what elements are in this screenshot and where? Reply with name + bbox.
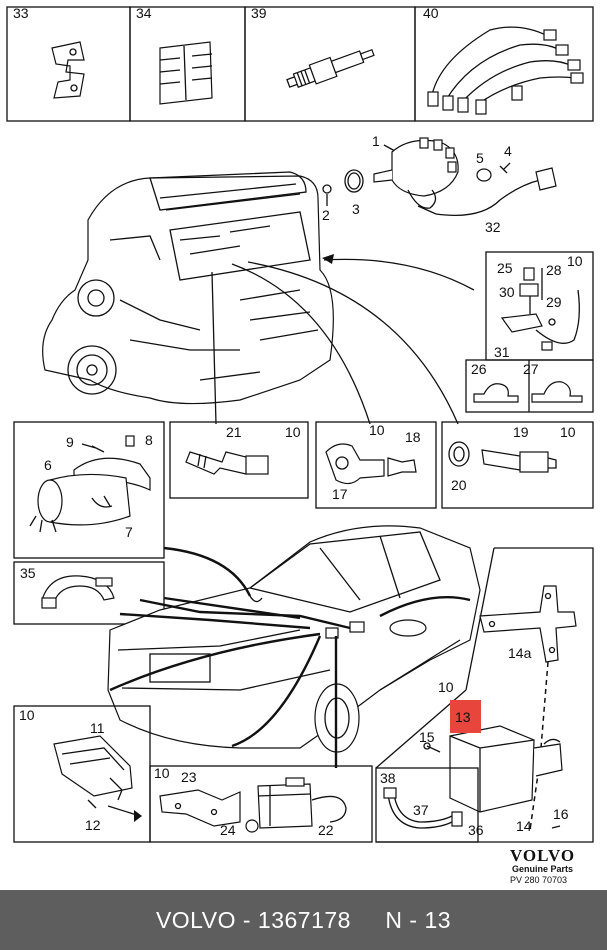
label-10-b: 10 [369, 422, 385, 438]
label-8: 8 [145, 432, 153, 448]
panel-6-9: 9 8 6 7 [13, 421, 165, 559]
label-11: 11 [90, 720, 105, 736]
panel-19-20: 19 10 20 [441, 421, 594, 509]
label-39: 39 [251, 5, 267, 21]
label-23: 23 [181, 769, 197, 785]
label-33: 33 [13, 5, 29, 21]
label-10-f: 10 [154, 765, 170, 781]
panel-sensor-bracket: 10 25 28 30 29 31 [485, 251, 594, 361]
label-7: 7 [125, 524, 133, 540]
label-29: 29 [546, 294, 562, 310]
panel-21: 21 10 [169, 421, 309, 499]
label-20: 20 [451, 477, 467, 493]
parts-diagram: 33 34 39 40 [6, 5, 594, 885]
label-28: 28 [546, 262, 562, 278]
label-10-top: 10 [567, 253, 583, 269]
label-22: 22 [318, 822, 334, 838]
label-9: 9 [66, 434, 74, 450]
panel-36-38: 38 37 36 [375, 767, 484, 843]
label-6: 6 [44, 457, 52, 473]
label-34: 34 [136, 5, 152, 21]
highlight-13 [450, 700, 481, 733]
label-10-d: 10 [438, 679, 454, 695]
label-27: 27 [523, 361, 539, 377]
label-1: 1 [372, 133, 380, 149]
label-38: 38 [380, 770, 396, 786]
label-40: 40 [423, 5, 439, 21]
label-10-e: 10 [19, 707, 35, 723]
panel-22-24: 10 23 24 22 [149, 765, 373, 843]
panel-35: 35 [13, 561, 165, 625]
label-35: 35 [20, 565, 36, 581]
label-17: 17 [332, 486, 348, 502]
label-14a: 14a [508, 645, 532, 661]
label-26: 26 [471, 361, 487, 377]
logo-line1: Genuine Parts [512, 864, 573, 874]
panel-26-27: 26 27 [465, 359, 594, 413]
label-10-c: 10 [560, 424, 576, 440]
panel-34: 34 [129, 5, 246, 122]
label-16: 16 [553, 806, 569, 822]
panel-39: 39 [244, 5, 416, 122]
footer-bar: VOLVO - 1367178 N - 13 [0, 890, 607, 950]
distributor-group: 1 3 2 5 4 32 [322, 133, 557, 235]
panel-11-12: 10 11 12 [13, 705, 151, 843]
label-31: 31 [494, 344, 510, 360]
label-36: 36 [468, 822, 484, 838]
engine-illustration [42, 171, 334, 405]
label-12: 12 [85, 817, 101, 833]
label-30: 30 [499, 284, 515, 300]
label-2: 2 [322, 207, 330, 223]
label-24: 24 [220, 822, 236, 838]
label-15: 15 [419, 729, 435, 745]
label-18: 18 [405, 429, 421, 445]
label-37: 37 [413, 802, 429, 818]
panel-33: 33 [6, 5, 131, 122]
panel-17-18: 10 18 17 [315, 421, 437, 509]
panel-40: 40 [414, 5, 594, 122]
label-4: 4 [504, 143, 512, 159]
logo-line2: PV 280 70703 [510, 875, 567, 885]
volvo-logo: VOLVO Genuine Parts PV 280 70703 [510, 846, 575, 885]
label-21: 21 [226, 424, 242, 440]
label-13: 13 [455, 709, 471, 725]
label-14: 14 [516, 818, 532, 834]
label-32: 32 [485, 219, 501, 235]
label-3: 3 [352, 201, 360, 217]
label-25: 25 [497, 260, 513, 276]
panel-control-unit: 14a 10 15 14 16 13 [375, 547, 594, 843]
logo-brand: VOLVO [510, 846, 575, 865]
label-19: 19 [513, 424, 529, 440]
footer-caption: VOLVO - 1367178 N - 13 [155, 907, 452, 933]
label-5: 5 [476, 150, 484, 166]
label-10-a: 10 [285, 424, 301, 440]
